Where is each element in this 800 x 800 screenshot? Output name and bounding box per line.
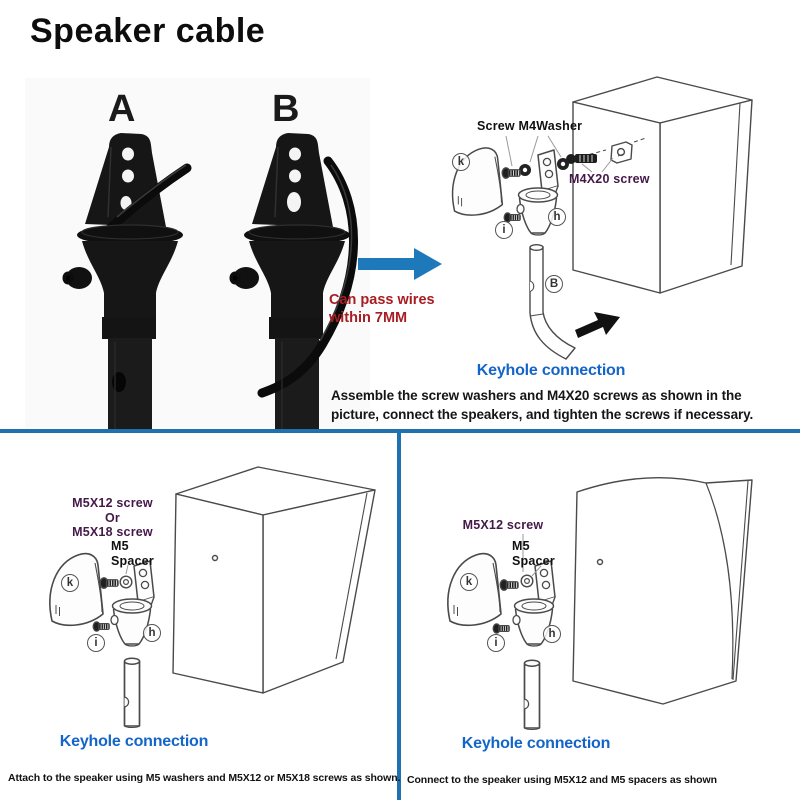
bracket-a-photo <box>62 133 192 432</box>
m4x20-label: M4X20 screw <box>569 172 650 186</box>
part-k-badge: k <box>61 574 79 592</box>
bl-spacer-label-line1: M5 <box>111 539 129 553</box>
set-screw-drawing <box>492 623 510 634</box>
keyhole-heading-bottom-right: Keyhole connection <box>461 735 611 752</box>
set-screw-drawing <box>92 621 110 632</box>
short-screw-drawing <box>501 167 521 179</box>
br-screw-label: M5X12 screw <box>462 518 544 532</box>
assembly-instruction: Assemble the screw washers and M4X20 scr… <box>331 387 753 424</box>
br-spacer-label: M5 Spacer <box>512 539 555 568</box>
variant-a-label: A <box>108 88 136 130</box>
assembly-instruction-line2: picture, connect the speakers, and tight… <box>331 406 754 422</box>
keyhole-heading-top: Keyhole connection <box>476 362 626 379</box>
wire-note: Can pass wires within 7MM <box>329 291 435 327</box>
screw-washer-label: Screw M4Washer <box>477 119 583 133</box>
variant-b-label: B <box>272 88 300 130</box>
bracket-b-photo <box>229 133 358 432</box>
washer-drawings <box>519 158 569 176</box>
pole-drawing <box>529 243 576 360</box>
m4x20-screw-drawing <box>566 154 597 164</box>
wire-note-line1: Can pass wires <box>329 292 435 308</box>
arrow-right-icon <box>358 248 442 280</box>
m5-screw-drawing <box>499 579 519 591</box>
bottom-left-diagram <box>49 466 376 729</box>
keyhole-heading-bottom-left: Keyhole connection <box>59 733 209 750</box>
assembly-instruction-line1: Assemble the screw washers and M4X20 scr… <box>331 388 742 403</box>
vertical-divider <box>397 429 401 800</box>
m5-screw-drawing <box>99 577 119 589</box>
bl-spacer-label-line2: Spacer <box>111 553 154 568</box>
part-i-badge: i <box>87 634 105 652</box>
br-spacer-label-line2: Spacer <box>512 553 555 568</box>
part-k-badge: k <box>460 573 478 591</box>
cover-cap-drawing <box>49 552 104 627</box>
bl-screw-label-line3: M5X18 screw <box>72 525 153 539</box>
part-i-badge: i <box>495 221 513 239</box>
part-h-badge: h <box>548 208 566 226</box>
bottom-left-caption: Attach to the speaker using M5 washers a… <box>8 772 401 784</box>
bl-spacer-label: M5 Spacer <box>111 539 154 568</box>
bl-screw-label: M5X12 screw Or M5X18 screw <box>60 496 165 540</box>
part-i-badge: i <box>487 634 505 652</box>
black-arrow-icon <box>575 312 620 338</box>
leader-lines <box>522 534 542 577</box>
cover-cap-drawing <box>447 552 502 627</box>
bl-screw-label-line1: M5X12 screw <box>72 496 153 510</box>
speaker-box-outline <box>572 477 753 705</box>
bl-screw-label-line2: Or <box>105 510 120 525</box>
part-h-badge: h <box>143 624 161 642</box>
speaker-box-outline <box>572 76 753 294</box>
part-h-badge: h <box>543 625 561 643</box>
leader-lines <box>125 564 129 575</box>
leader-lines <box>505 135 614 173</box>
m5-spacer-drawing <box>520 574 534 588</box>
wire-note-line2: within 7MM <box>329 310 408 327</box>
pole-drawing <box>123 657 141 729</box>
part-b-badge: B <box>545 275 563 293</box>
br-spacer-label-line1: M5 <box>512 539 530 553</box>
part-k-badge: k <box>452 153 470 171</box>
top-assembly-diagram <box>451 76 753 360</box>
bottom-right-diagram <box>447 477 753 731</box>
speaker-box-outline <box>172 466 376 694</box>
pole-drawing <box>523 659 541 731</box>
page-title: Speaker cable <box>30 12 266 50</box>
bottom-right-caption: Connect to the speaker using M5X12 and M… <box>407 774 717 786</box>
m5-spacer-drawing <box>119 575 133 589</box>
